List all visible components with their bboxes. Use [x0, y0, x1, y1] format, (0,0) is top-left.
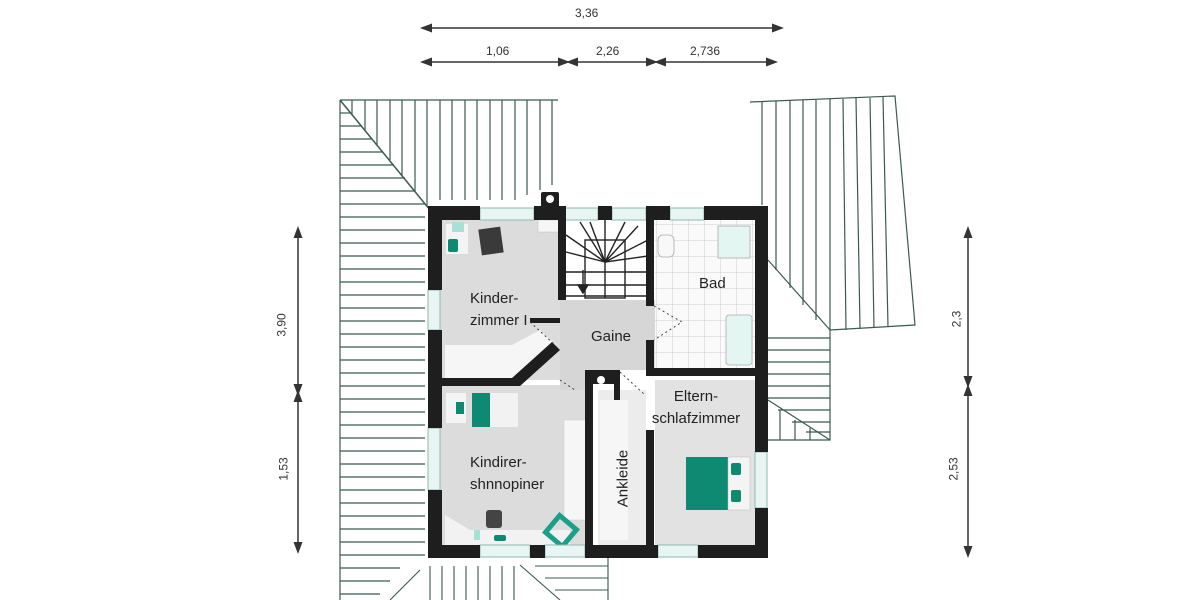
dim-left-1: 3,90	[274, 313, 289, 337]
room-label-bad: Bad	[699, 275, 726, 292]
door-swings	[529, 305, 683, 396]
dim-right-2: 2,53	[946, 457, 961, 481]
room-label-kinderzimmer-1: Kinder- zimmer I	[470, 290, 528, 329]
shaft	[597, 376, 605, 384]
room-label-elternschlafzimmer: Eltern- schlafzimmer	[651, 388, 741, 427]
dim-top-total: 3,36	[575, 6, 599, 20]
dim-top-seg-3: 2,736	[690, 44, 721, 58]
roof-right	[749, 95, 916, 441]
dim-left-2: 1,53	[276, 457, 291, 481]
dim-top-seg-1: 1,06	[486, 44, 510, 58]
staircase	[565, 220, 649, 299]
dim-right-1: 2,3	[949, 310, 964, 328]
roof-left	[339, 99, 558, 600]
room-label-gaine: Gaine	[591, 328, 632, 345]
chimney	[546, 195, 554, 203]
roof-bottom	[389, 558, 609, 600]
dim-top-seg-2: 2,26	[596, 44, 620, 58]
furniture	[445, 219, 753, 551]
dimension-lines	[293, 23, 973, 558]
room-label-ankleide: Ankleide	[614, 449, 632, 508]
room-label-kinderzimmer-2: Kindirer- shnnopiner	[470, 454, 545, 493]
